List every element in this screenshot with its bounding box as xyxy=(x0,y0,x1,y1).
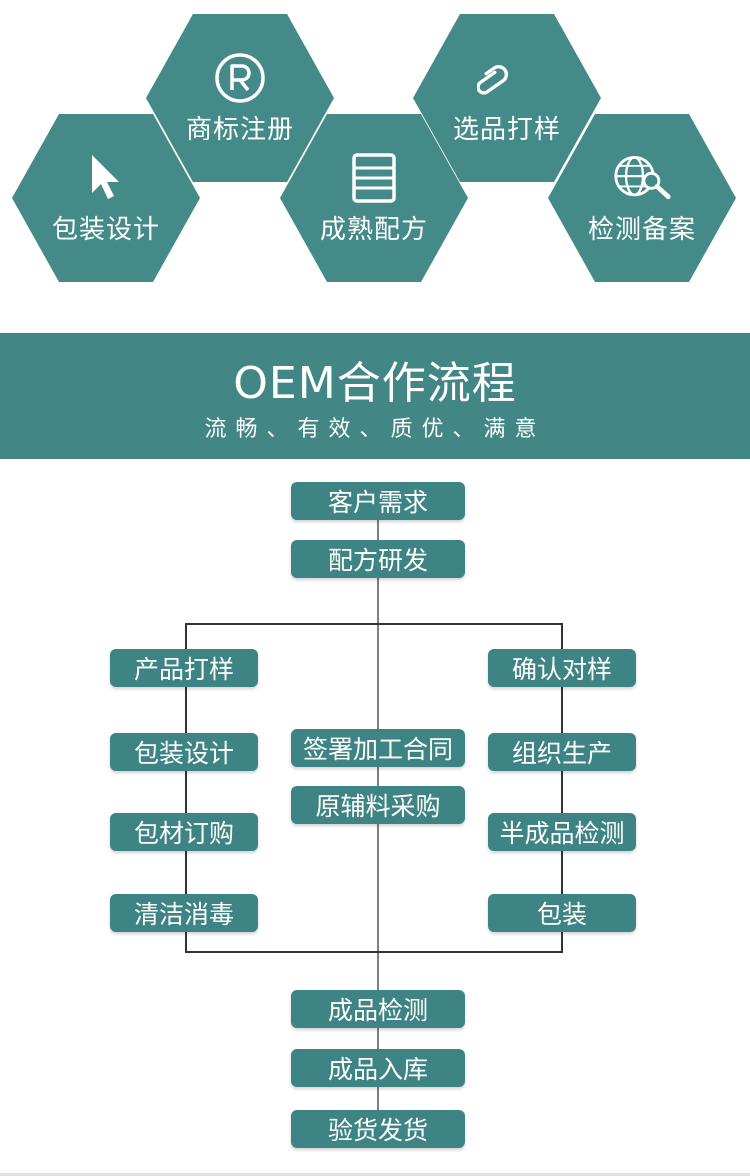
feature-label: 选品打样 xyxy=(452,114,561,145)
globe-magnifier-icon xyxy=(612,151,672,205)
flow-step-left: 包材订购 xyxy=(110,813,258,851)
feature-label: 成熟配方 xyxy=(319,214,428,245)
flow-step: 客户需求 xyxy=(291,482,465,520)
feature-hex-formula: 成熟配方 xyxy=(280,114,468,282)
flow-step-right: 半成品检测 xyxy=(488,813,636,851)
feature-label: 包装设计 xyxy=(51,214,160,245)
document-list-icon xyxy=(344,151,404,205)
flow-step-left: 产品打样 xyxy=(110,649,258,687)
flow-step: 验货发货 xyxy=(291,1110,465,1148)
flow-step-right: 确认对样 xyxy=(488,649,636,687)
feature-hexagons: 包装设计 商标注册 成熟配方 选品打样 检测备案 xyxy=(0,0,750,300)
feature-label: 检测备案 xyxy=(587,214,696,245)
flow-step: 成品入库 xyxy=(291,1049,465,1087)
feature-label: 商标注册 xyxy=(185,114,294,145)
flow-step: 配方研发 xyxy=(291,540,465,578)
flow-step-center: 签署加工合同 xyxy=(291,729,465,767)
paperclip-icon xyxy=(477,51,537,105)
process-frame xyxy=(185,623,563,953)
flow-step-left: 清洁消毒 xyxy=(110,894,258,932)
registered-trademark-icon xyxy=(210,51,270,105)
flow-step: 成品检测 xyxy=(291,990,465,1028)
flow-step-right: 包装 xyxy=(488,894,636,932)
cursor-arrow-icon xyxy=(76,151,136,205)
process-banner: OEM合作流程 流畅、有效、质优、满意 xyxy=(0,333,750,459)
flow-step-left: 包装设计 xyxy=(110,733,258,771)
banner-title: OEM合作流程 xyxy=(233,358,517,409)
bottom-divider xyxy=(0,1173,750,1176)
flow-step-right: 组织生产 xyxy=(488,733,636,771)
flow-step-center: 原辅料采购 xyxy=(291,786,465,824)
banner-subtitle: 流畅、有效、质优、满意 xyxy=(204,417,546,442)
